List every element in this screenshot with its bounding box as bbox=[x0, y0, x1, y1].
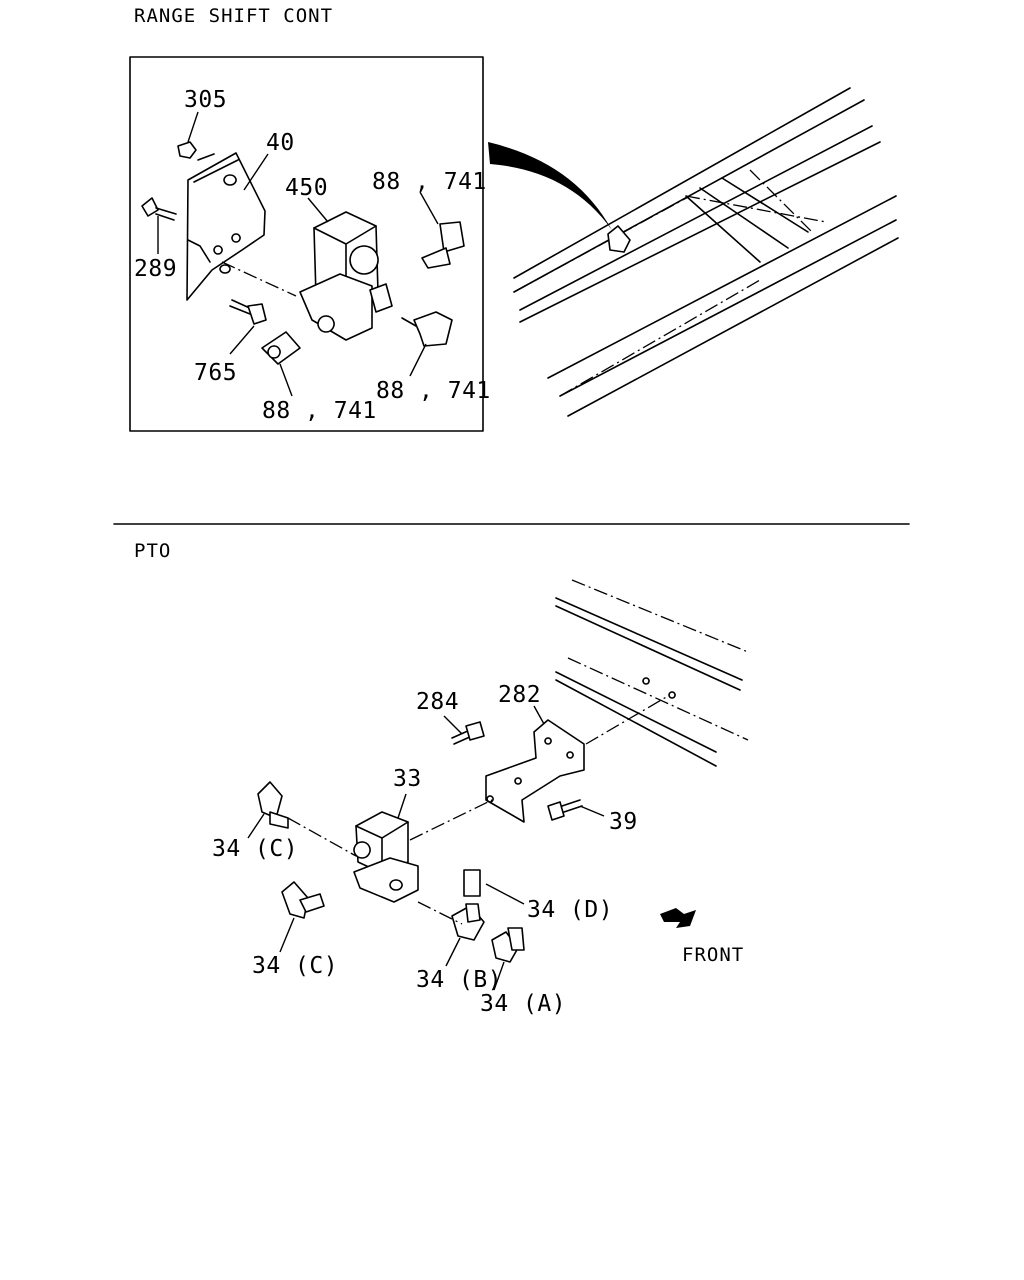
elbow-fitting-34c-upper bbox=[257, 781, 289, 829]
nut-305 bbox=[177, 141, 215, 161]
leader-lines-pto bbox=[247, 705, 605, 991]
callout-34c-lower: 34 (C) bbox=[252, 953, 338, 979]
front-direction-label: FRONT bbox=[682, 944, 744, 966]
callout-40: 40 bbox=[266, 130, 295, 156]
elbow-fitting-88-741-right bbox=[401, 311, 453, 347]
bolt-39 bbox=[547, 799, 583, 821]
callout-34d: 34 (D) bbox=[527, 897, 613, 923]
callout-88-741-top: 88 , 741 bbox=[372, 169, 487, 195]
callout-34b: 34 (B) bbox=[416, 967, 502, 993]
detail-inset-frame bbox=[129, 56, 484, 432]
chassis-frame-range-shift bbox=[513, 87, 899, 417]
arrow-right-icon bbox=[660, 908, 696, 928]
centerline-valve-mount bbox=[221, 261, 297, 297]
bolt-289 bbox=[141, 197, 177, 221]
callout-33: 33 bbox=[393, 766, 422, 792]
tee-fitting-34b bbox=[451, 903, 485, 941]
centerlines-pto bbox=[287, 695, 669, 925]
callout-305: 305 bbox=[184, 87, 227, 113]
section-title-range-shift: RANGE SHIFT CONT bbox=[134, 5, 333, 27]
callout-39: 39 bbox=[609, 809, 638, 835]
location-pointer bbox=[488, 142, 612, 230]
bolt-284 bbox=[451, 721, 485, 745]
callout-289: 289 bbox=[134, 256, 177, 282]
callout-765: 765 bbox=[194, 360, 237, 386]
elbow-fitting-88-741-top bbox=[421, 221, 465, 269]
callout-88-741-bottom: 88 , 741 bbox=[262, 398, 377, 424]
callout-88-741-right: 88 , 741 bbox=[376, 378, 491, 404]
elbow-fitting-34a bbox=[491, 927, 525, 963]
solenoid-valve-450 bbox=[299, 211, 393, 341]
fitting-34d bbox=[463, 869, 481, 897]
fitting-88-741-bottom bbox=[261, 331, 301, 365]
bracket-282 bbox=[485, 719, 585, 823]
bolt-765 bbox=[229, 299, 267, 325]
callout-282: 282 bbox=[498, 682, 541, 708]
chassis-frame-pto bbox=[555, 579, 749, 767]
callout-34a: 34 (A) bbox=[480, 991, 566, 1017]
leader-lines-range-shift bbox=[157, 111, 439, 397]
callout-450: 450 bbox=[285, 175, 328, 201]
callout-34c-upper: 34 (C) bbox=[212, 836, 298, 862]
section-title-pto: PTO bbox=[134, 540, 171, 562]
solenoid-valve-33 bbox=[353, 811, 419, 903]
elbow-fitting-34c-lower bbox=[281, 881, 325, 919]
callout-284: 284 bbox=[416, 689, 459, 715]
bracket-40 bbox=[186, 152, 266, 301]
